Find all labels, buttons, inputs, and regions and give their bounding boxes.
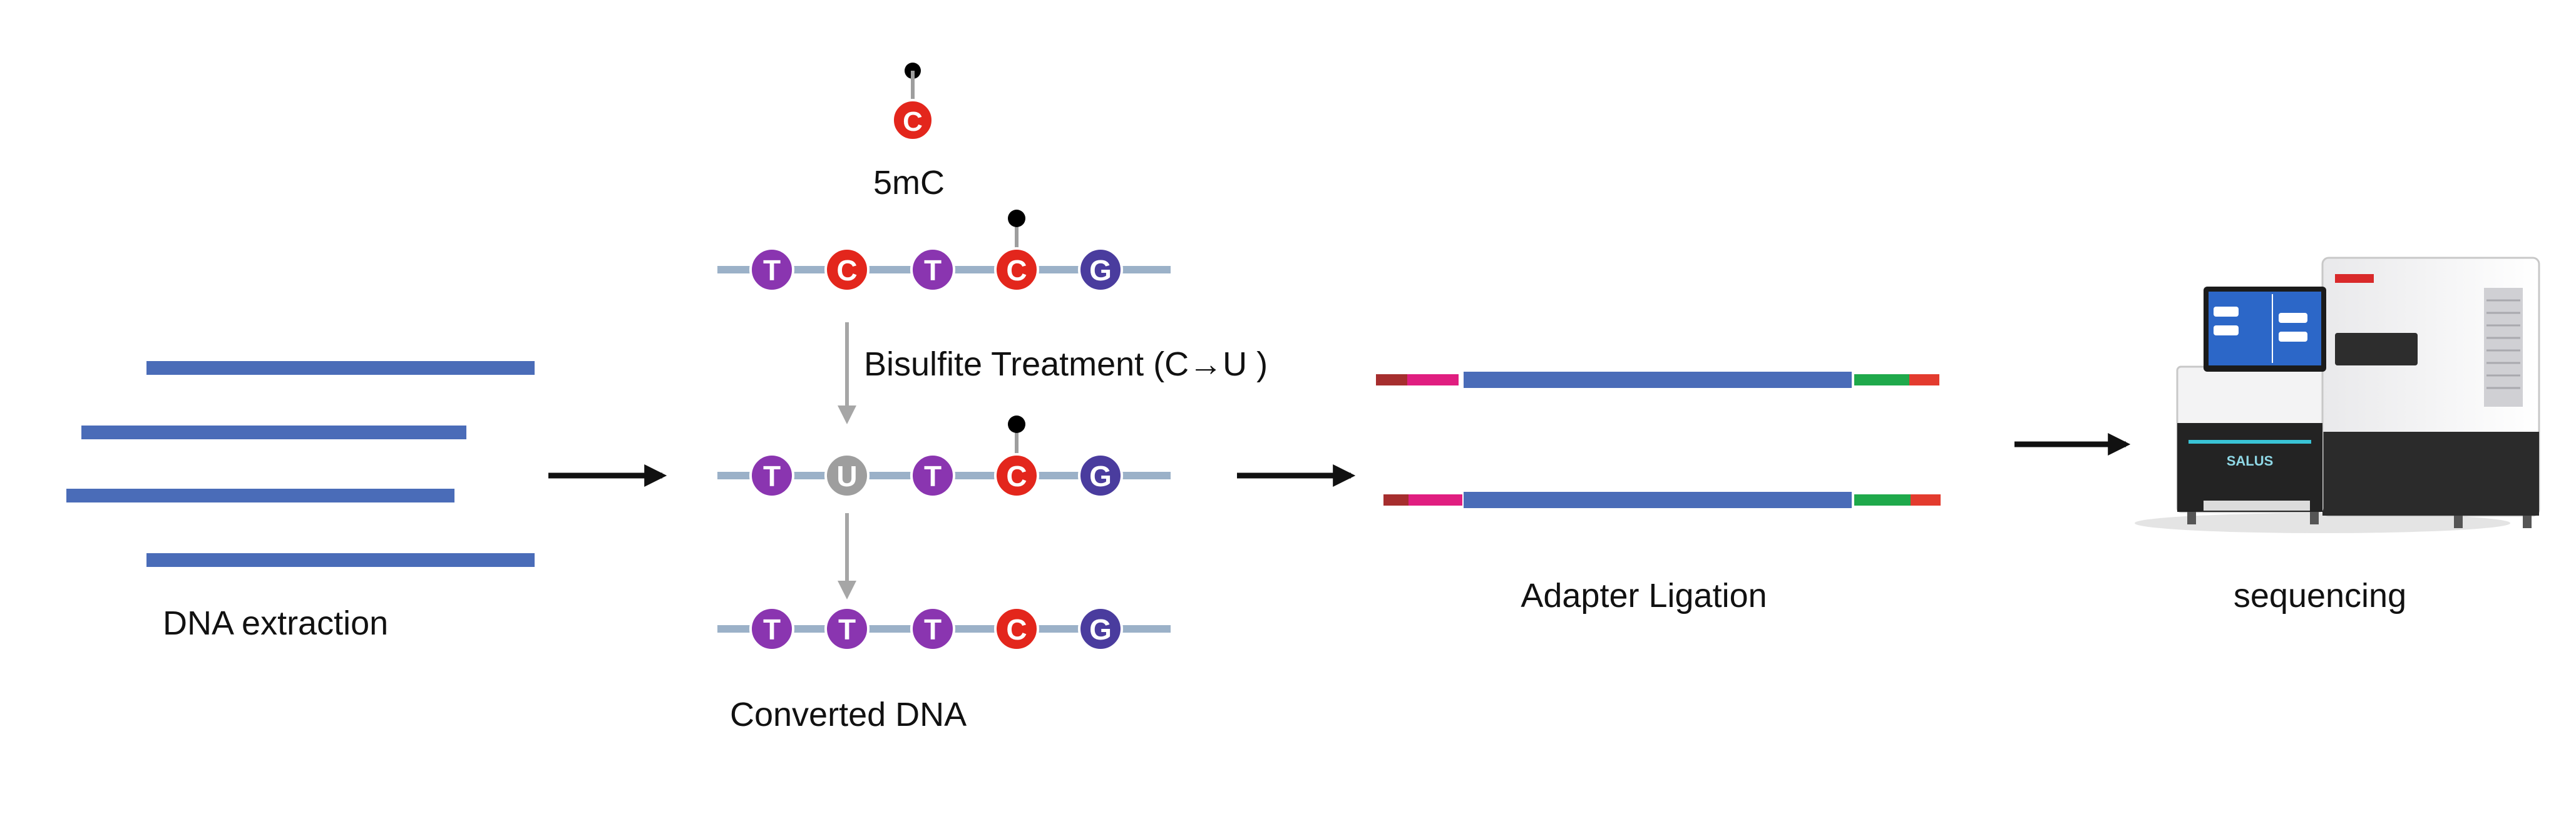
instrument-foot: [2310, 512, 2319, 524]
base-C: [994, 606, 1039, 651]
base-T: [749, 606, 794, 651]
sequencer-brand-label: SALUS: [2227, 453, 2274, 469]
base-T: [749, 247, 794, 292]
base-T: [910, 453, 955, 498]
bisulfite-treatment-label: Bisulfite Treatment (C→U ): [864, 345, 1268, 383]
base-T: [824, 606, 870, 651]
base-letter: T: [763, 460, 781, 492]
brand-badge: [2335, 274, 2374, 283]
sequencer-icon: SALUS: [2135, 257, 2540, 533]
base-letter: G: [1089, 254, 1112, 287]
adapter-left-dark: [1383, 494, 1409, 506]
dna-fragments: [66, 361, 535, 567]
base-C: [891, 99, 934, 141]
instrument-foot: [2523, 516, 2532, 528]
adapter-right-red: [1909, 374, 1939, 385]
adapter-ligation-label: Adapter Ligation: [1521, 577, 1767, 614]
vent-grille: [2484, 288, 2523, 407]
dna-fragment: [66, 489, 454, 502]
base-letter: T: [838, 613, 856, 646]
tower-lower-panel: [2322, 432, 2539, 516]
base-letter: C: [903, 106, 923, 137]
sequence-rows: T C T C G T U T C G T T T C G: [717, 210, 1171, 651]
base-letter: T: [924, 613, 942, 646]
base-T: [910, 606, 955, 651]
dna-extraction-label: DNA extraction: [163, 604, 388, 642]
screen-tile: [2214, 307, 2239, 317]
base-C: [994, 453, 1039, 498]
adapter-right-green: [1854, 374, 1909, 385]
screen-tile: [2214, 325, 2239, 335]
drawer-tray: [2204, 501, 2310, 511]
tower-door-slot: [2335, 333, 2418, 365]
base-T: [749, 453, 794, 498]
screen-tile: [2279, 332, 2307, 342]
instrument-foot: [2454, 516, 2463, 528]
base-letter: T: [924, 460, 942, 492]
base-letter: C: [1006, 460, 1027, 492]
base-letter: G: [1089, 460, 1112, 492]
dna-fragment: [146, 553, 535, 567]
insert-dna: [1464, 492, 1852, 508]
dna-fragment: [146, 361, 535, 375]
adapter-left-dark: [1376, 374, 1407, 385]
base-C: [824, 247, 870, 292]
base-letter: C: [1006, 254, 1027, 287]
vent-lines: [2486, 299, 2520, 389]
sequencing-label: sequencing: [2234, 577, 2406, 614]
base-C: [994, 247, 1039, 292]
base-letter: U: [836, 460, 857, 492]
converted-dna-label: Converted DNA: [730, 696, 967, 733]
base-front-panel: [2177, 423, 2322, 512]
adapter-right-green: [1854, 494, 1911, 506]
free-5mc-base: C: [891, 63, 934, 141]
dna-fragment: [81, 426, 466, 439]
base-letter: C: [836, 254, 857, 287]
base-G: [1078, 606, 1123, 651]
adapter-left-pink: [1407, 374, 1459, 385]
methyl-group-dot: [1008, 210, 1025, 227]
five-mc-label: 5mC: [873, 164, 945, 201]
base-T: [910, 247, 955, 292]
base-G: [1078, 453, 1123, 498]
base-G: [1078, 247, 1123, 292]
cyan-light-strip: [2189, 440, 2311, 444]
ligated-fragment: [1376, 372, 1939, 388]
base-letter: T: [763, 254, 781, 287]
base-letter: T: [763, 613, 781, 646]
base-letter: T: [924, 254, 942, 287]
adapter-right-red: [1911, 494, 1941, 506]
insert-dna: [1464, 372, 1852, 388]
base-U: [824, 453, 870, 498]
adapter-left-pink: [1409, 494, 1462, 506]
base-letter: G: [1089, 613, 1112, 646]
ligated-fragment: [1383, 492, 1941, 508]
instrument-foot: [2187, 512, 2196, 524]
screen-tile: [2279, 313, 2307, 323]
methyl-group-dot: [1008, 416, 1025, 433]
base-letter: C: [1006, 613, 1027, 646]
instrument-shadow: [2135, 513, 2510, 533]
